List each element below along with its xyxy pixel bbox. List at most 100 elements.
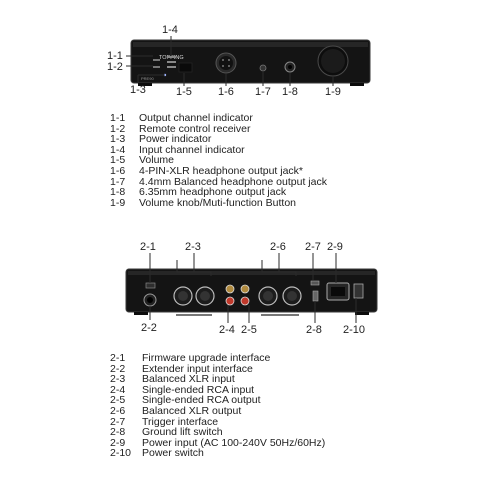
legend-label: Output channel indicator	[139, 112, 253, 124]
input-indicator-3	[167, 66, 176, 68]
callout-2-4: 2-4	[219, 324, 235, 336]
legend-num: 1-9	[110, 196, 126, 209]
legend-label: Power input (AC 100-240V 50Hz/60Hz)	[142, 436, 326, 449]
callout-2-10: 2-10	[343, 324, 365, 336]
legend-row: 2-6 Balanced XLR output	[110, 406, 325, 417]
volume-display	[178, 62, 193, 73]
callout-2-2: 2-2	[141, 322, 157, 334]
callout-1-9: 1-9	[325, 86, 341, 98]
legend-label: 4.4mm Balanced headphone output jack	[139, 175, 327, 188]
legend-num: 1-5	[110, 154, 126, 167]
callout-1-7: 1-7	[255, 86, 271, 98]
legend-label: Balanced XLR input	[142, 373, 235, 386]
legend-label: Firmware upgrade interface	[142, 352, 271, 364]
model-label: PRE90	[141, 76, 154, 81]
rear-callout-leads	[149, 253, 357, 323]
legend-num: 1-3	[110, 133, 126, 146]
callout-2-6: 2-6	[270, 241, 286, 253]
legend-num: 2-6	[110, 404, 126, 417]
legend-label: Balanced XLR output	[142, 404, 242, 417]
legend-label: Input channel indicator	[139, 143, 245, 156]
legend-row: 2-2 Extender input interface	[110, 362, 325, 375]
callout-1-6: 1-6	[218, 86, 234, 98]
legend-row: 1-3 Power indicator	[110, 134, 327, 145]
callout-1-2: 1-2	[107, 61, 123, 73]
legend-label: Single-ended RCA output	[142, 394, 261, 407]
legend-num: 1-1	[110, 112, 126, 124]
input-indicator-1	[167, 56, 176, 58]
front-chassis-highlight	[133, 42, 368, 47]
firmware-port	[145, 282, 156, 289]
legend-label: Extender input interface	[142, 362, 253, 375]
legend-num: 2-10	[110, 447, 132, 460]
rca-input-right	[225, 296, 235, 306]
rear-callouts: 2-1 2-2 2-3 2-4 2-5 2-6 2-7 2-8 2-9 2-10	[140, 241, 365, 336]
rear-panel	[125, 268, 378, 316]
callout-1-4: 1-4	[162, 24, 178, 36]
front-callouts: 1-1 1-2 1-3 1-4 1-5 1-6 1-7 1-8 1-9	[107, 24, 341, 98]
output-indicator-dot	[153, 59, 160, 61]
legend-num: 1-6	[110, 164, 126, 177]
legend-num: 2-9	[110, 436, 126, 449]
legend-num: 2-5	[110, 394, 126, 407]
legend-num: 1-8	[110, 186, 126, 199]
legend-row: 1-4 Input channel indicator	[110, 143, 327, 156]
legend-num: 2-2	[110, 362, 126, 375]
callout-1-1: 1-1	[107, 50, 123, 62]
front-foot-left	[138, 83, 152, 86]
legend-num: 2-4	[110, 383, 126, 396]
callout-2-7: 2-7	[305, 241, 321, 253]
callout-2-8: 2-8	[306, 324, 322, 336]
legend-num: 1-4	[110, 143, 126, 156]
legend-row: 2-8 Ground lift switch	[110, 427, 325, 438]
balanced-4-4-jack	[259, 64, 267, 72]
callout-2-1: 2-1	[140, 241, 156, 253]
xlr-headphone-jack-inner	[219, 56, 233, 70]
power-switch	[353, 283, 364, 299]
front-foot-right	[350, 83, 364, 86]
legend-row: 2-1 Firmware upgrade interface	[110, 353, 325, 364]
legend-label: 4-PIN-XLR headphone output jack*	[139, 164, 304, 177]
rca-output-left	[240, 284, 250, 294]
legend-row: 1-7 4.4mm Balanced headphone output jack	[110, 175, 327, 188]
legend-row: 2-10 Power switch	[110, 448, 325, 459]
legend-label: Remote control receiver	[139, 122, 251, 135]
legend-label: 6.35mm headphone output jack	[139, 186, 287, 199]
legend-label: Ground lift switch	[142, 426, 223, 439]
input-indicator-2	[167, 61, 176, 63]
callout-2-5: 2-5	[241, 324, 257, 336]
rca-input-left	[225, 284, 235, 294]
ground-lift-switch	[312, 290, 319, 302]
callout-2-9: 2-9	[327, 241, 343, 253]
legend-row: 1-8 6.35mm headphone output jack	[110, 187, 327, 198]
legend-row: 1-1 Output channel indicator	[110, 113, 327, 124]
legend-row: 2-3 Balanced XLR input	[110, 374, 325, 385]
legend-label: Power indicator	[139, 133, 212, 146]
legend-row: 1-2 Remote control receiver	[110, 122, 327, 135]
legend-num: 1-7	[110, 175, 126, 188]
rca-output-right	[240, 296, 250, 306]
front-callout-leads	[126, 36, 334, 86]
callout-1-3: 1-3	[130, 84, 146, 96]
legend-num: 2-8	[110, 426, 126, 439]
legend-num: 2-1	[110, 352, 126, 364]
callout-1-5: 1-5	[176, 86, 192, 98]
legend-row: 2-5 Single-ended RCA output	[110, 395, 325, 406]
legend-label: Power switch	[142, 447, 204, 460]
front-legend: 1-1 Output channel indicator 1-2 Remote co…	[110, 113, 327, 208]
legend-num: 1-2	[110, 122, 126, 135]
front-panel: TOPPING PRE90	[130, 39, 371, 86]
legend-num: 2-3	[110, 373, 126, 386]
legend-row: 1-6 4-PIN-XLR headphone output jack*	[110, 166, 327, 177]
callout-2-3: 2-3	[185, 241, 201, 253]
trigger-port	[310, 280, 320, 286]
receiver-window	[153, 66, 160, 68]
callout-1-8: 1-8	[282, 86, 298, 98]
legend-num: 2-7	[110, 415, 126, 428]
rear-legend: 2-1 Firmware upgrade interface 2-2 Extende…	[110, 353, 325, 459]
